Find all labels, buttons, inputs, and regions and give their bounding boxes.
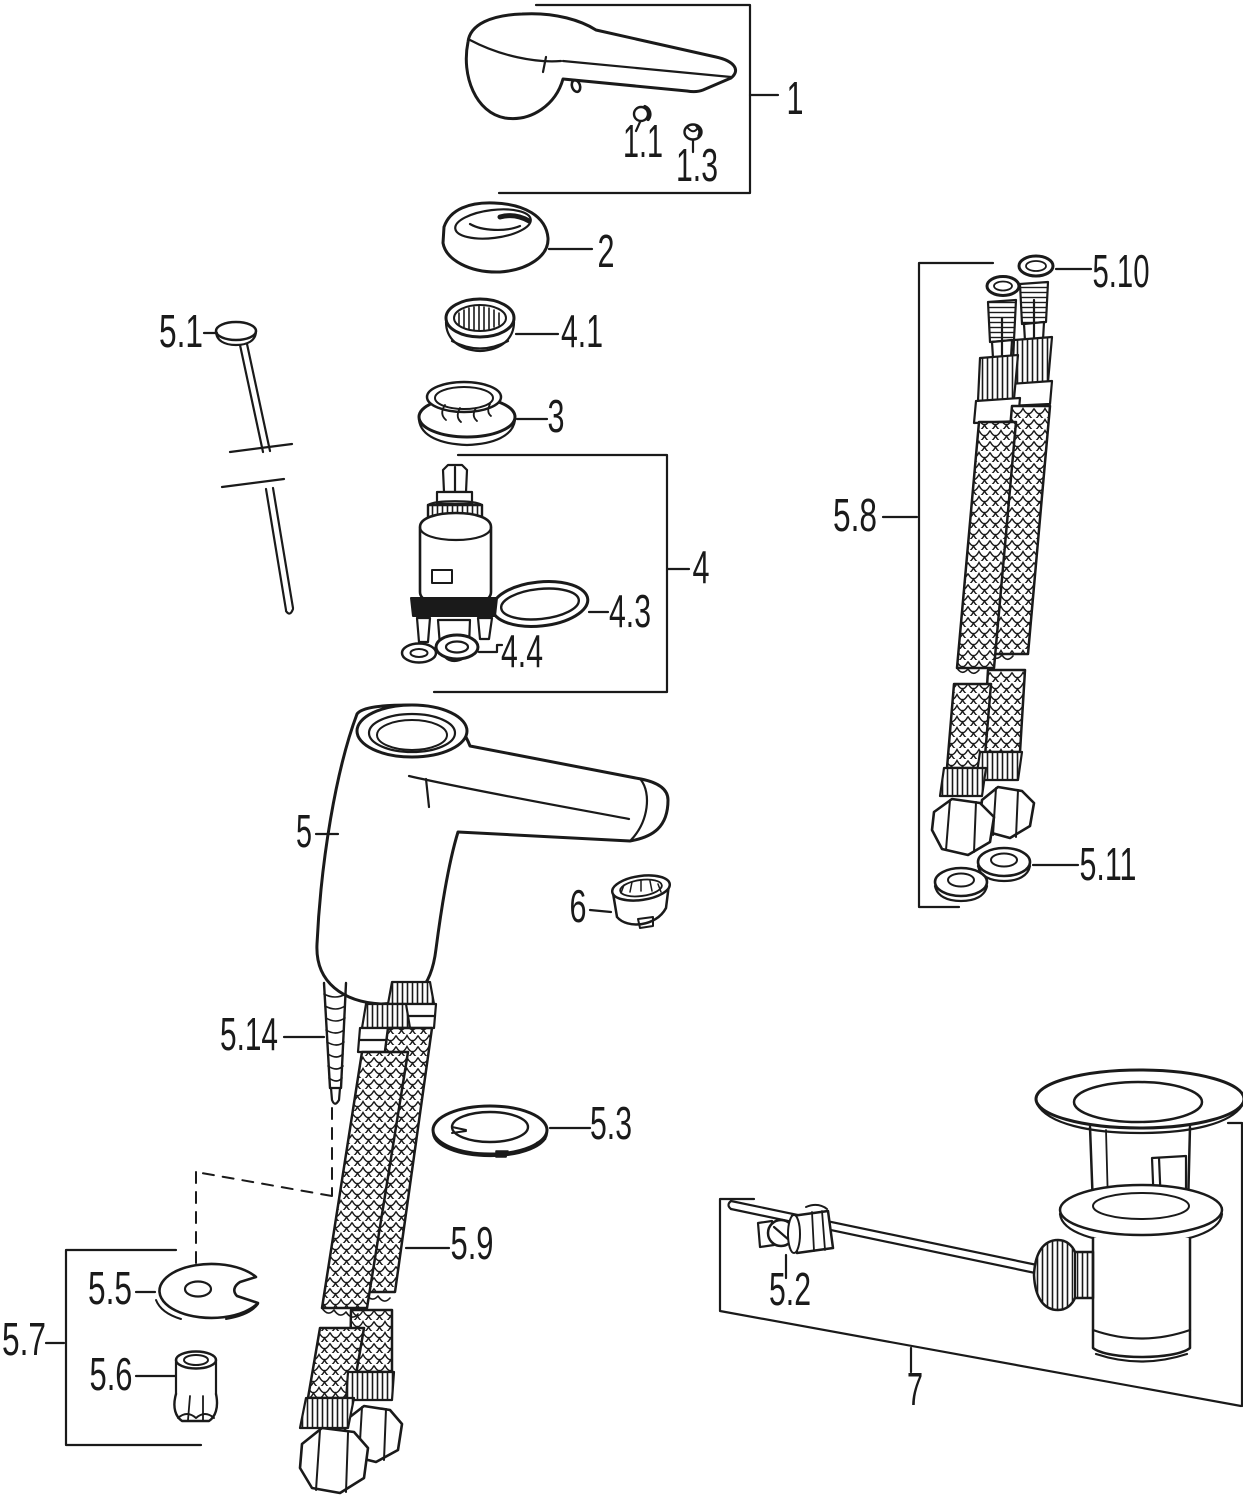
callout-label-3: 3 (548, 390, 565, 442)
cartridge-o-ring (490, 580, 610, 628)
cartridge-washers (400, 633, 504, 664)
callout-label-5: 5 (296, 805, 312, 857)
callout-label-5-7: 5.7 (2, 1313, 46, 1365)
connection-hoses-bracket (881, 261, 995, 909)
hose-o-rings (985, 254, 1093, 297)
supply-hoses-body (298, 980, 451, 1495)
callout-label-5-11: 5.11 (1080, 838, 1137, 890)
mounting-horseshoe-washer (134, 1262, 260, 1320)
callout-label-6: 6 (570, 880, 587, 932)
mounting-nut (134, 1350, 219, 1423)
faucet-body (314, 703, 670, 1006)
callout-label-5-5: 5.5 (88, 1262, 132, 1314)
serrated-ring (444, 297, 560, 353)
callout-label-4-4: 4.4 (501, 625, 543, 677)
cartridge (410, 463, 498, 663)
callout-label-5-9: 5.9 (451, 1217, 494, 1269)
callout-label-1: 1 (787, 72, 804, 124)
callout-label-2: 2 (598, 225, 615, 277)
connection-hoses (930, 280, 1054, 857)
handle-set-screw (632, 105, 652, 133)
aerator (588, 874, 672, 929)
mounting-set-bracket (44, 1248, 203, 1447)
callout-label-4: 4 (693, 541, 710, 593)
callout-label-5-8: 5.8 (833, 489, 877, 541)
callout-label-5-3: 5.3 (590, 1097, 632, 1149)
callout-label-1-3: 1.3 (676, 139, 718, 191)
handle-plug (683, 123, 703, 154)
base-gasket-ring (431, 1104, 592, 1158)
lift-rod (202, 320, 295, 615)
pull-rod-lower (195, 981, 348, 1287)
callout-label-4-3: 4.3 (609, 585, 651, 637)
callout-label-5-10: 5.10 (1093, 245, 1150, 297)
cartridge-bracket (432, 453, 691, 694)
callout-label-5-2: 5.2 (769, 1263, 811, 1315)
callout-label-5-1: 5.1 (159, 305, 203, 357)
callout-label-1-1: 1.1 (623, 115, 663, 167)
callout-labels: 1 1.1 1.3 2 4.1 3 5.1 4 4.3 4.4 5 6 5.14… (2, 72, 1150, 1415)
rod-clamp (756, 1203, 835, 1280)
callout-label-4-1: 4.1 (561, 305, 603, 357)
lever-handle (464, 12, 737, 121)
threaded-ring-nut (417, 380, 549, 447)
callout-label-5-14: 5.14 (220, 1008, 278, 1060)
hose-washers (933, 846, 1080, 903)
callout-label-7: 7 (907, 1363, 923, 1415)
popup-waste-body (1032, 1068, 1243, 1363)
callout-label-5-6: 5.6 (90, 1348, 133, 1400)
handle-group-bracket (497, 3, 780, 195)
popup-waste-bracket (718, 1121, 1243, 1408)
dome-cap (441, 201, 594, 274)
